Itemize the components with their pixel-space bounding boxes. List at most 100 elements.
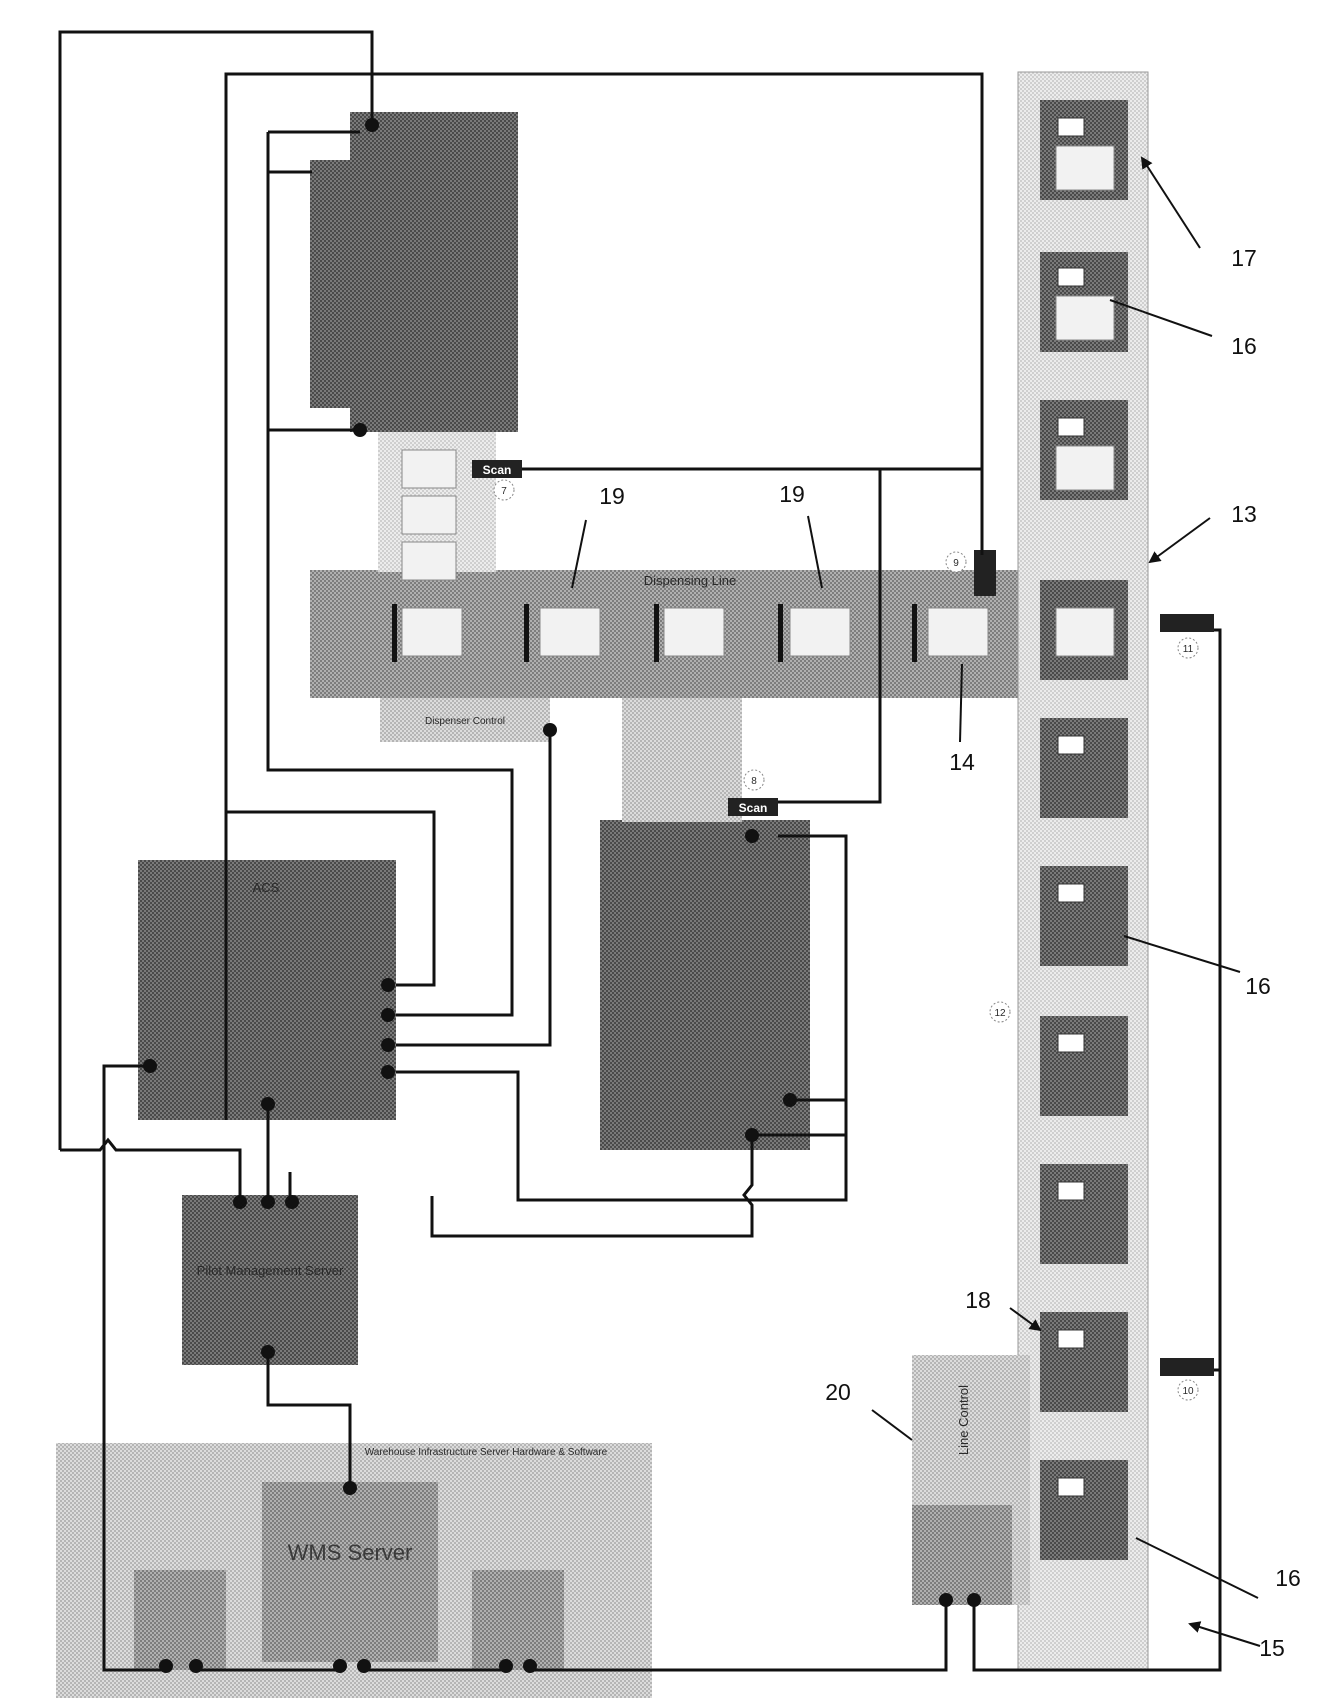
lower-dispenser-neck xyxy=(622,690,742,822)
camera-icon xyxy=(1058,884,1084,902)
circled-numeral-9: 9 xyxy=(946,552,966,572)
connector-icon xyxy=(365,118,379,132)
connector-icon xyxy=(543,723,557,737)
connector-icon xyxy=(261,1345,275,1359)
connector-icon xyxy=(381,978,395,992)
camera-icon xyxy=(1058,1034,1084,1052)
circled-numeral-12: 12 xyxy=(990,1002,1010,1022)
scan-box-7: Scan xyxy=(472,460,522,478)
line-control-inner xyxy=(912,1505,1012,1605)
tote-icon xyxy=(402,542,456,580)
scan-label: Scan xyxy=(483,463,512,477)
top-dispenser-inner xyxy=(310,160,362,408)
camera-icon xyxy=(1058,1182,1084,1200)
svg-text:7: 7 xyxy=(501,486,507,497)
station xyxy=(1040,718,1128,818)
connector-icon xyxy=(285,1195,299,1209)
tote-icon xyxy=(402,450,456,488)
pilot-management-server-box xyxy=(182,1195,358,1365)
circled-numeral-10: 10 xyxy=(1178,1380,1198,1400)
svg-text:10: 10 xyxy=(1182,1386,1194,1397)
connector-icon xyxy=(159,1659,173,1673)
lower-dispenser-inner xyxy=(730,860,810,1100)
connector-icon xyxy=(261,1097,275,1111)
tote-icon xyxy=(402,496,456,534)
tote-icon xyxy=(928,608,988,656)
station xyxy=(1040,1460,1128,1560)
line-control-label: Line Control xyxy=(956,1385,971,1455)
wms-server-box xyxy=(262,1482,438,1662)
wms-server-label: WMS Server xyxy=(288,1540,413,1565)
scanner-icon xyxy=(1160,1358,1214,1376)
connector-icon xyxy=(381,1065,395,1079)
connector-icon xyxy=(233,1195,247,1209)
connector-icon xyxy=(143,1059,157,1073)
connector-icon xyxy=(333,1659,347,1673)
station xyxy=(1040,1312,1128,1412)
ref-numeral-13: 13 xyxy=(1231,501,1257,527)
pilot-management-server-label: Pilot Management Server xyxy=(197,1263,344,1278)
ref-numeral-15: 15 xyxy=(1259,1635,1285,1661)
scanner-icon xyxy=(974,550,996,596)
warehouse-infrastructure-label: Warehouse Infrastructure Server Hardware… xyxy=(365,1447,608,1458)
top-dispenser-box xyxy=(350,112,518,432)
connector-icon xyxy=(357,1659,371,1673)
ref-numeral-16-bottom: 16 xyxy=(1275,1565,1301,1591)
connector-icon xyxy=(343,1481,357,1495)
scan-label: Scan xyxy=(739,801,768,815)
camera-icon xyxy=(1058,736,1084,754)
connector-icon xyxy=(967,1593,981,1607)
connector-icon xyxy=(381,1038,395,1052)
acs-box xyxy=(138,860,396,1120)
camera-icon xyxy=(1058,268,1084,286)
connector-icon xyxy=(939,1593,953,1607)
ref-numeral-17: 17 xyxy=(1231,245,1257,271)
camera-icon xyxy=(1058,118,1084,136)
ref-numeral-16-top: 16 xyxy=(1231,333,1257,359)
camera-icon xyxy=(1058,1478,1084,1496)
tote-icon xyxy=(790,608,850,656)
upper-stack-totes xyxy=(402,450,456,580)
connector-icon xyxy=(745,1128,759,1142)
tote-icon xyxy=(1056,608,1114,656)
station xyxy=(1040,1164,1128,1264)
station xyxy=(1040,1016,1128,1116)
acs-label: ACS xyxy=(253,880,280,895)
warehouse-subbox-right xyxy=(472,1570,564,1670)
connector-icon xyxy=(381,1008,395,1022)
svg-text:12: 12 xyxy=(994,1008,1006,1019)
svg-text:8: 8 xyxy=(751,776,757,787)
ref-numeral-14: 14 xyxy=(949,749,975,775)
connector-icon xyxy=(261,1195,275,1209)
svg-text:9: 9 xyxy=(953,558,959,569)
svg-text:11: 11 xyxy=(1183,644,1194,655)
warehouse-subbox-left xyxy=(134,1570,226,1670)
ref-numeral-19-right: 19 xyxy=(779,481,805,507)
dispensing-line-label: Dispensing Line xyxy=(644,573,737,588)
scanner-icon xyxy=(1160,614,1214,632)
connector-icon xyxy=(523,1659,537,1673)
connector-icon xyxy=(745,829,759,843)
scan-box-8: Scan xyxy=(728,798,778,816)
camera-icon xyxy=(1058,418,1084,436)
tote-icon xyxy=(1056,146,1114,190)
circled-numeral-11: 11 xyxy=(1178,638,1198,658)
tote-icon xyxy=(402,608,462,656)
tote-icon xyxy=(664,608,724,656)
camera-icon xyxy=(1058,1330,1084,1348)
connector-icon xyxy=(783,1093,797,1107)
ref-numeral-20: 20 xyxy=(825,1379,851,1405)
connector-icon xyxy=(189,1659,203,1673)
tote-icon xyxy=(540,608,600,656)
tote-icon xyxy=(1056,446,1114,490)
connector-icon xyxy=(353,423,367,437)
circled-numeral-7: 7 xyxy=(494,480,514,500)
connector-icon xyxy=(499,1659,513,1673)
tote-icon xyxy=(1056,296,1114,340)
ref-numeral-16-mid: 16 xyxy=(1245,973,1271,999)
dispenser-control-label: Dispenser Control xyxy=(425,716,505,727)
circled-numeral-8: 8 xyxy=(744,770,764,790)
ref-numeral-19-left: 19 xyxy=(599,483,625,509)
